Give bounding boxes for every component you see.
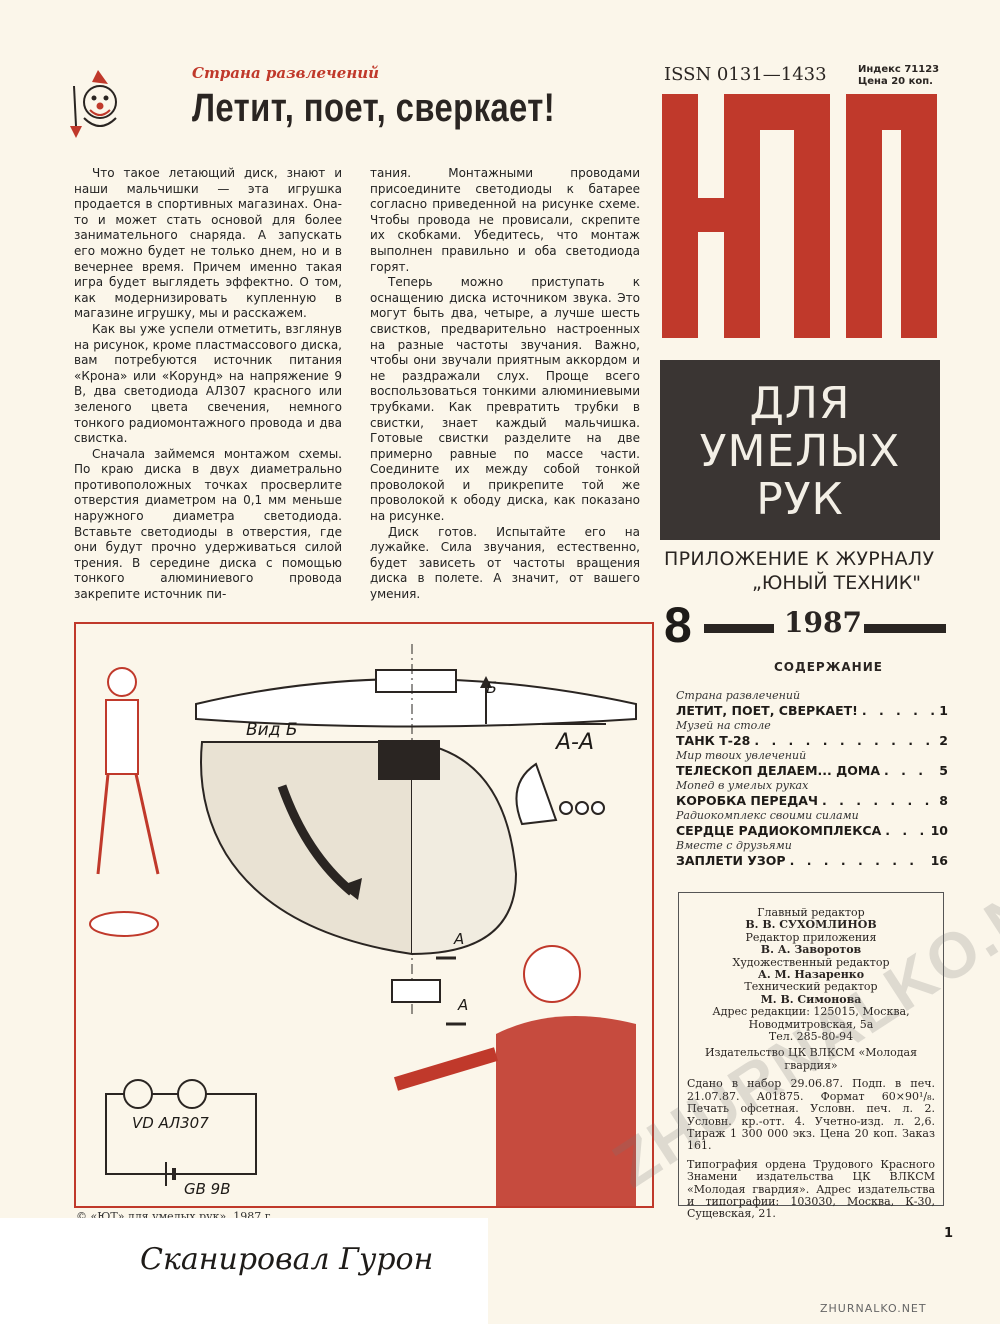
disk-illustration: Б Вид Б А-А А А VD АЛ307 GB 9B [74, 622, 654, 1208]
label-a: А [454, 930, 465, 948]
disk-bottom-view [200, 741, 413, 956]
rule [704, 624, 774, 633]
flying-disk [89, 911, 159, 937]
article-kicker: Страна развлечений [192, 64, 380, 82]
toc-section: Мир твоих увлечений [676, 749, 807, 762]
toc-page: 16 [930, 853, 948, 868]
whistles [391, 979, 441, 1003]
issn: ISSN 0131—1433 [664, 64, 827, 85]
toc-section: Вместе с друзьями [676, 839, 792, 852]
toc-item-title: ЛЕТИТ, ПОЕТ, СВЕРКАЕТ! [676, 703, 858, 718]
toc-item-title: СЕРДЦЕ РАДИОКОМПЛЕКСА [676, 823, 882, 838]
toc-page: 1 [939, 703, 948, 718]
toc-item-title: ЗАПЛЕТИ УЗОР [676, 853, 786, 868]
toc-entry[interactable]: Мир твоих увлечений ТЕЛЕСКОП ДЕЛАЕМ... Д… [676, 749, 948, 779]
toc-item-title: КОРОБКА ПЕРЕДАЧ [676, 793, 819, 808]
toc-section: Мопед в умелых руках [676, 779, 809, 792]
toc-entry[interactable]: Страна развлечений ЛЕТИТ, ПОЕТ, СВЕРКАЕТ… [676, 689, 948, 719]
toc-item-title: ТЕЛЕСКОП ДЕЛАЕМ... ДОМА [676, 763, 880, 778]
price: Цена 20 коп. [858, 76, 933, 87]
title-line-2: УМЕЛЫХ [699, 426, 901, 477]
name: В. В. СУХОМЛИНОВ [745, 918, 877, 932]
issue-number: 8 [664, 597, 692, 653]
role: Технический редактор [744, 980, 878, 994]
title-line-1: ДЛЯ [749, 378, 851, 429]
role: Художественный редактор [732, 955, 890, 969]
scan-credit: Сканировал Гурон [140, 1242, 434, 1277]
toc-item-title: ТАНК Т-28 [676, 733, 751, 748]
index-price: Индекс 71123 Цена 20 коп. [858, 64, 939, 88]
role: Редактор приложения [745, 930, 877, 944]
yut-logo [662, 94, 937, 338]
toc-page: 5 [939, 763, 948, 778]
toc-section: Радиокомплекс своими силами [676, 809, 859, 822]
paragraph: Теперь можно приступать к оснащению диск… [370, 275, 640, 524]
label-vd: VD АЛ307 [132, 1114, 209, 1132]
article-column-2: тания. Монтажными проводами присоедините… [370, 166, 640, 603]
title-line-3: РУК [756, 474, 844, 525]
paragraph: Как вы уже успели отметить, взглянув на … [74, 321, 342, 446]
role: Главный редактор [757, 906, 865, 919]
imprint-box: Главный редактор В. В. СУХОМЛИНОВ Редакт… [678, 892, 944, 1220]
toc-page: 8 [939, 793, 948, 808]
supplement-line-2: „ЮНЫЙ ТЕХНИК" [752, 572, 922, 594]
battery-side [375, 669, 457, 693]
watermark-small: ZHURNALKO.NET [820, 1302, 927, 1315]
phone: Тел. 285-80-94 [768, 1030, 854, 1044]
toc-page: 2 [939, 733, 948, 748]
address: Адрес редакции: 125015, Москва, Новодмит… [712, 1005, 910, 1031]
name: М. В. Симонова [760, 992, 862, 1006]
paragraph: Сначала займемся монтажом схемы. По краю… [74, 446, 342, 602]
circuit-diagram [105, 1093, 257, 1175]
name: В. А. Заворотов [760, 943, 862, 957]
rule [864, 624, 946, 633]
page-number: 1 [944, 1226, 954, 1241]
publisher: Издательство ЦК ВЛКСМ «Молодая гвардия» [704, 1046, 918, 1072]
label-vid-b: Вид Б [246, 720, 298, 740]
yut-logo-icon [662, 94, 937, 338]
index: Индекс 71123 [858, 64, 940, 75]
toc-entry[interactable]: Мопед в умелых руках КОРОБКА ПЕРЕДАЧ. . … [676, 779, 948, 809]
clown-emblem-icon [70, 70, 117, 138]
paragraph: Диск готов. Испытайте его на лужайке. Си… [370, 524, 640, 602]
print-info: Сдано в набор 29.06.87. Подп. в печ. 21.… [687, 1077, 935, 1153]
toc-entry[interactable]: Музей на столе ТАНК Т-28. . . . . . . . … [676, 719, 948, 749]
rotation-arrow-icon [277, 784, 355, 896]
name: А. М. Назаренко [757, 968, 865, 982]
toc-section: Страна развлечений [676, 689, 801, 702]
label-section-aa: А-А [556, 730, 595, 755]
printer-info: Типография ордена Трудового Красного Зна… [687, 1157, 935, 1221]
label-a: А [458, 996, 469, 1014]
title-box: ДЛЯ УМЕЛЫХ РУК [660, 360, 940, 540]
supplement-line-1: ПРИЛОЖЕНИЕ К ЖУРНАЛУ [664, 548, 935, 570]
toc-entry[interactable]: Радиокомплекс своими силами СЕРДЦЕ РАДИО… [676, 809, 948, 839]
table-of-contents: Страна развлечений ЛЕТИТ, ПОЕТ, СВЕРКАЕТ… [676, 690, 948, 870]
toc-title: СОДЕРЖАНИЕ [774, 660, 883, 674]
label-gb: GB 9B [184, 1180, 231, 1198]
article-title: Летит, поет, сверкает! [192, 86, 556, 130]
battery-box [378, 740, 440, 780]
label-b: Б [486, 678, 497, 697]
toc-section: Музей на столе [676, 719, 771, 732]
illustration-drawing [89, 644, 637, 1206]
article-column-1: Что такое летающий диск, знают и наши ма… [74, 166, 342, 603]
disk-side-view [195, 678, 637, 728]
paragraph: Что такое летающий диск, знают и наши ма… [74, 166, 342, 321]
boy-figure [496, 1016, 636, 1206]
issue-year: 1987 [784, 606, 862, 639]
toc-entry[interactable]: Вместе с друзьями ЗАПЛЕТИ УЗОР. . . . . … [676, 839, 948, 869]
paragraph: тания. Монтажными проводами присоедините… [370, 166, 640, 274]
scan-label-box [0, 1218, 488, 1324]
toc-page: 10 [930, 823, 948, 838]
